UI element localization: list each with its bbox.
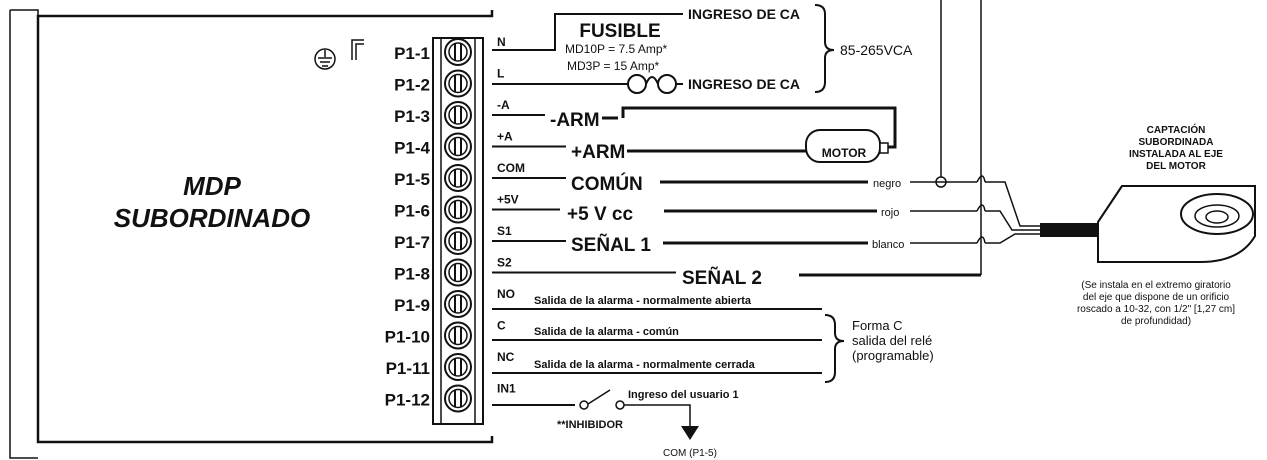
terminal-screw-icon — [444, 384, 472, 413]
terminal-label: P1-12 — [385, 391, 430, 410]
pickup-sensor-icon — [1040, 185, 1256, 263]
user-input-label: Ingreso del usuario 1 — [628, 389, 739, 401]
terminal-short-label: N — [497, 35, 506, 49]
terminal-screw-icon — [444, 164, 472, 192]
terminal-short-label: S1 — [497, 224, 512, 238]
terminal-screw-icon — [444, 101, 472, 129]
signal1-label: SEÑAL 1 — [571, 234, 651, 256]
alarm-c-label: Salida de la alarma - común — [534, 326, 679, 338]
terminal-label: P1-7 — [394, 233, 430, 252]
terminal-short-label: +A — [497, 130, 513, 144]
terminal-short-label: C — [497, 319, 506, 333]
terminal-short-label: S2 — [497, 256, 512, 270]
form-c-line2: salida del relé — [852, 333, 932, 348]
terminal-label: P1-11 — [386, 359, 430, 378]
terminal-label: P1-2 — [394, 76, 430, 95]
terminal-block: P1-1 N P1-2 L P1-3 -A P1-4 +A P1-5 COM P1-6 +5V P1-7… — [385, 35, 676, 413]
wire-color-black: negro — [873, 178, 901, 190]
pickup-note-line3: roscado a 10-32, con 1/2" [1,27 cm] — [1077, 304, 1235, 315]
terminal-short-label: -A — [497, 98, 510, 112]
v5-label: +5 V cc — [567, 204, 633, 225]
alarm-nc-label: Salida de la alarma - normalmente cerrad… — [534, 359, 756, 371]
terminal-screw-icon — [444, 321, 472, 350]
terminal-label: P1-10 — [385, 328, 430, 347]
inhibitor-label: **INHIBIDOR — [557, 419, 623, 431]
terminal-label: P1-4 — [394, 139, 430, 158]
fuse-icon — [627, 74, 677, 94]
chassis-bracket-icon — [351, 39, 364, 60]
terminal-screw-icon — [444, 290, 472, 318]
armature-wiring — [602, 106, 897, 153]
terminal-label: P1-9 — [394, 296, 430, 315]
terminal-screw-icon — [444, 132, 472, 161]
terminal-short-label: +5V — [497, 193, 519, 207]
pickup-title-line2: SUBORDINADA — [1139, 137, 1214, 148]
terminal-screw-icon — [444, 69, 472, 98]
terminal-screw-icon — [444, 195, 472, 224]
terminal-short-label: L — [497, 67, 504, 81]
motor-icon — [805, 129, 889, 163]
pickup-title-line1: CAPTACIÓN — [1147, 123, 1206, 136]
alarm-no-label: Salida de la alarma - normalmente abiert… — [534, 295, 752, 307]
terminal-screw-icon — [444, 353, 472, 381]
ac-input-section — [492, 4, 835, 94]
ac-input-top: INGRESO DE CA — [688, 6, 800, 22]
terminal-screw-icon — [444, 227, 472, 255]
user-input-wiring — [492, 389, 699, 440]
fuse-md10p: MD10P = 7.5 Amp* — [565, 42, 668, 56]
pickup-note-line4: de profundidad) — [1121, 316, 1191, 327]
terminal-label: P1-5 — [394, 170, 430, 189]
pickup-title-line3: INSTALADA AL EJE — [1129, 149, 1223, 160]
terminal-short-label: NO — [497, 287, 515, 301]
arm-neg-label: -ARM — [550, 110, 600, 131]
controller-title-line1: MDP — [183, 171, 241, 201]
controller-title-line2: SUBORDINADO — [114, 203, 310, 233]
motor-label: MOTOR — [822, 146, 867, 160]
user-input-com-label: COM (P1-5) — [663, 448, 717, 459]
arm-pos-label: +ARM — [571, 142, 625, 163]
encoder-wiring — [660, 0, 1045, 277]
pickup-note-line1: (Se instala en el extremo giratorio — [1081, 280, 1231, 291]
terminal-screw-icon — [444, 258, 472, 287]
terminal-label: P1-6 — [394, 202, 430, 221]
wire-color-white: blanco — [872, 239, 904, 251]
form-c-line3: (programable) — [852, 348, 934, 363]
ac-input-bottom: INGRESO DE CA — [688, 76, 800, 92]
controller-box — [9, 9, 494, 459]
terminal-short-label: NC — [497, 350, 515, 364]
fuse-title: FUSIBLE — [579, 21, 660, 42]
terminal-short-label: IN1 — [497, 382, 516, 396]
wire-color-red: rojo — [881, 207, 899, 219]
terminal-label: P1-3 — [394, 107, 430, 126]
terminal-short-label: COM — [497, 161, 525, 175]
terminal-screw-icon — [444, 38, 472, 66]
ac-voltage: 85-265VCA — [840, 42, 913, 58]
pickup-title-line4: DEL MOTOR — [1146, 161, 1206, 172]
terminal-label: P1-1 — [394, 44, 430, 63]
ground-icon — [314, 48, 336, 70]
alarm-wiring — [492, 308, 845, 383]
fuse-md3p: MD3P = 15 Amp* — [567, 59, 659, 73]
terminal-label: P1-8 — [394, 265, 430, 284]
common-label: COMÚN — [571, 173, 643, 195]
signal2-label: SEÑAL 2 — [682, 267, 762, 289]
form-c-line1: Forma C — [852, 318, 903, 333]
pickup-note-line2: del eje que dispone de un orificio — [1083, 292, 1230, 303]
